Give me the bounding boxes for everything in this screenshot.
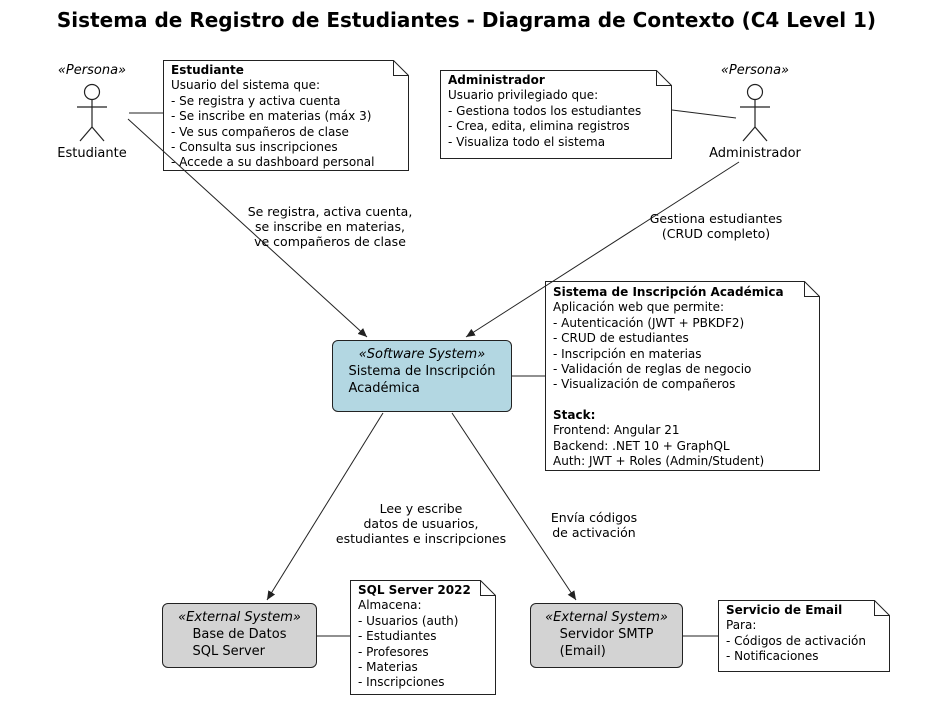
note-system: Sistema de Inscripción Académica Aplicac… <box>553 285 815 469</box>
smtp-box: «External System» Servidor SMTP (Email) <box>530 603 683 668</box>
note-administrador: Administrador Usuario privilegiado que: … <box>448 73 666 150</box>
smtp-name: Servidor SMTP (Email) <box>559 627 654 659</box>
note-shape-email <box>718 600 890 672</box>
note-system-stack-body: Frontend: Angular 21 Backend: .NET 10 + … <box>553 423 765 469</box>
actor-estudiante-figure-icon <box>77 83 107 142</box>
actor-administrador-figure-icon <box>740 83 770 142</box>
database-name: Base de Datos SQL Server <box>192 627 287 659</box>
system-stereotype: «Software System» <box>358 347 486 362</box>
note-system-title: Sistema de Inscripción Académica <box>553 285 784 299</box>
note-administrador-title: Administrador <box>448 73 545 87</box>
arrow-administrador-to-system <box>465 161 740 338</box>
arrow-estudiante-to-system <box>127 118 368 338</box>
smtp-stereotype: «External System» <box>545 610 668 625</box>
edge-label-system-db: Lee y escribe datos de usuarios, estudia… <box>335 501 507 546</box>
note-administrador-body: Usuario privilegiado que: - Gestiona tod… <box>448 88 642 149</box>
database-stereotype: «External System» <box>178 610 301 625</box>
arrow-system-to-smtp <box>451 412 577 601</box>
diagram-title: Sistema de Registro de Estudiantes - Dia… <box>56 8 877 32</box>
note-sql-body: Almacena: - Usuarios (auth) - Estudiante… <box>358 598 459 690</box>
note-email-body: Para: - Códigos de activación - Notifica… <box>726 618 866 664</box>
system-name: Sistema de Inscripción Académica <box>348 364 496 396</box>
note-email: Servicio de Email Para: - Códigos de act… <box>726 603 884 665</box>
note-sql: SQL Server 2022 Almacena: - Usuarios (au… <box>358 583 490 691</box>
note-system-stack-title: Stack: <box>553 407 596 422</box>
note-shape-sql <box>350 580 496 695</box>
note-sql-title: SQL Server 2022 <box>358 583 471 597</box>
arrow-system-to-database <box>266 412 384 601</box>
note-shape-system <box>545 281 820 471</box>
note-estudiante-title: Estudiante <box>171 63 244 77</box>
note-shape-estudiante <box>163 60 409 171</box>
note-system-body: Aplicación web que permite: - Autenticac… <box>553 300 752 392</box>
actor-administrador-label: Administrador <box>709 146 801 161</box>
edge-label-admin-system: Gestiona estudiantes (CRUD completo) <box>649 211 783 241</box>
note-shape-administrador <box>440 70 672 159</box>
edge-label-estudiante-system: Se registra, activa cuenta, se inscribe … <box>247 204 413 249</box>
connector-note-administrador <box>671 109 737 119</box>
database-box: «External System» Base de Datos SQL Serv… <box>162 603 317 668</box>
system-box: «Software System» Sistema de Inscripción… <box>332 340 512 412</box>
actor-administrador-stereotype: «Persona» <box>720 63 790 78</box>
edge-label-system-smtp: Envía códigos de activación <box>550 510 638 540</box>
actor-estudiante-label: Estudiante <box>57 146 127 161</box>
note-estudiante-body: Usuario del sistema que: - Se registra y… <box>171 78 375 170</box>
actor-estudiante-stereotype: «Persona» <box>57 63 127 78</box>
note-email-title: Servicio de Email <box>726 603 843 617</box>
note-estudiante: Estudiante Usuario del sistema que: - Se… <box>171 63 403 171</box>
